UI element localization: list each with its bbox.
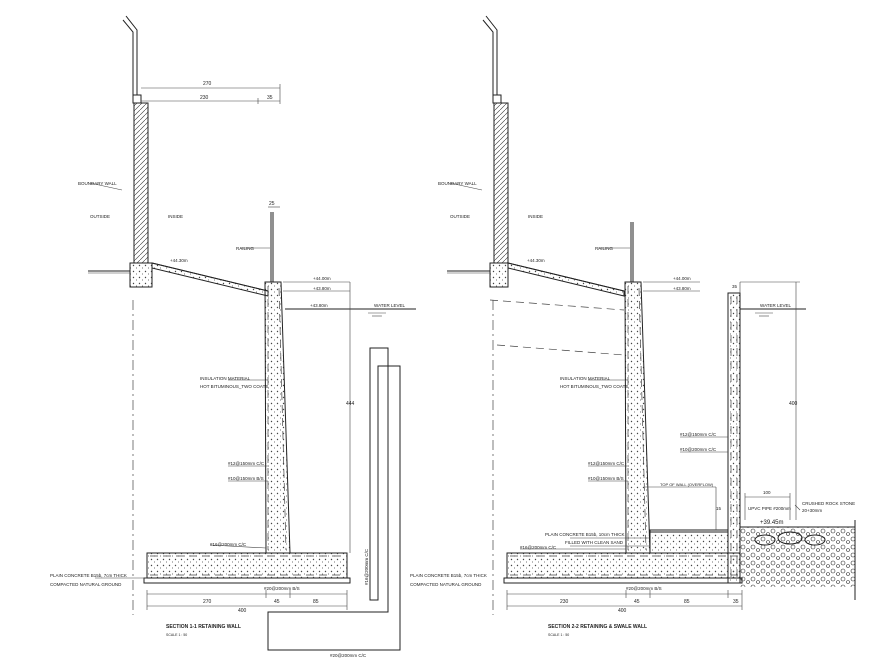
level-ground-2: +44.30m: [527, 258, 545, 263]
dim-bot-total-2: 400: [618, 608, 627, 614]
retaining-wall-stem-2: [624, 281, 651, 554]
section-1-1: 270 230 35 25 BOUNDARY WALL OUTSIDE INSI…: [50, 15, 416, 658]
label-pipe: UPVC PIPE #200mm: [748, 506, 791, 511]
scale-section-1: SCALE 1 : 50: [166, 633, 187, 637]
label-inside-1: INSIDE: [168, 214, 183, 219]
height-dim-1: 444: [346, 401, 355, 407]
label-insulation-2b: HOT BITUMINOUS_TWO COATS: [560, 384, 628, 389]
label-water-level-1: WATER LEVEL: [374, 303, 406, 308]
dim-bot-b-1: 45: [274, 599, 280, 605]
label-compacted-1: COMPACTED NATURAL GROUND: [50, 582, 122, 587]
bar-a-1: #12@150mm C/C: [228, 461, 265, 466]
detail-bottom-label: #20@200mm C/C: [330, 653, 367, 658]
top-dimension-1: [141, 84, 281, 104]
bar-bottom-2: #20@200mm B/S: [626, 586, 662, 591]
dim-bot-b-2: 45: [634, 599, 640, 605]
label-plain-concrete-1: PLAIN CONCRETE B15b, 7cm THICK: [50, 573, 127, 578]
dim-bot-c-2: 85: [684, 599, 690, 605]
dim-wall-top-1: 25: [269, 201, 275, 207]
label-outside-2: OUTSIDE: [450, 214, 470, 219]
label-rock: CRUSHED ROCK STONE: [802, 501, 855, 506]
section-2-2: BOUNDARY WALL OUTSIDE INSIDE RAILING +44…: [410, 15, 856, 637]
dim-bot-c-1: 85: [313, 599, 319, 605]
retaining-wall-stem-1: [264, 281, 291, 554]
swale-level: +39.45m: [760, 520, 784, 526]
bar-swale-a: #12@150mm C/C: [680, 432, 717, 437]
dim-pipe: 100: [763, 490, 771, 495]
level-b-2: +43.80m: [673, 286, 691, 291]
label-insulation-2a: INSULATION MATERIAL: [560, 376, 611, 381]
boundary-wall-2: [482, 15, 509, 288]
label-rock-size: 20+30mm: [802, 508, 822, 513]
bar-b-2: #10@150mm B/S: [588, 476, 624, 481]
title-section-2: SECTION 2-2 RETAINING & SWALE WALL: [548, 624, 647, 630]
boundary-wall-1: [122, 15, 153, 288]
bar-b-1: #10@150mm B/S: [228, 476, 264, 481]
dim-bot-a-2: 230: [560, 599, 569, 605]
label-filled-sand: FILLED WITH CLEAN SAND: [565, 540, 624, 545]
dim-top-total-1: 270: [203, 81, 212, 87]
bar-c-2: #16@200mm C/C: [520, 545, 557, 550]
sand-fill: [649, 529, 729, 554]
dim-small: 15: [716, 506, 722, 511]
dim-bot-total-1: 400: [238, 608, 247, 614]
bar-swale-b: #10@200mm C/C: [680, 447, 717, 452]
crushed-rock: [740, 527, 855, 557]
label-insulation-2: HOT BITUMINOUS_TWO COATS: [200, 384, 268, 389]
level-a-1: +44.00m: [313, 276, 331, 281]
level-c-1: +43.80m: [310, 303, 328, 308]
reinforcement-detail: [267, 347, 401, 651]
dim-top-a-1: 230: [200, 95, 209, 101]
title-section-1: SECTION 1-1 RETAINING WALL: [166, 624, 241, 630]
bar-a-2: #12@150mm C/C: [588, 461, 625, 466]
bar-bottom-1: #20@200mm B/S: [264, 586, 300, 591]
level-a-2: +44.00m: [673, 276, 691, 281]
label-boundary-wall-2: BOUNDARY WALL: [438, 181, 477, 186]
swale-wall: [727, 292, 741, 584]
label-railing-2: RAILING: [595, 246, 614, 251]
label-plain-concrete-top: PLAIN CONCRETE B15b, 10cm THICK: [545, 532, 624, 537]
dim-bot-d-2: 35: [733, 599, 739, 605]
label-insulation-1: INSULATION MATERIAL: [200, 376, 251, 381]
label-top-of-wall: TOP OF WALL (OVERFLOW): [660, 482, 714, 487]
dim-bot-a-1: 270: [203, 599, 212, 605]
label-outside-1: OUTSIDE: [90, 214, 110, 219]
level-ground-1: +44.30m: [170, 258, 188, 263]
label-water-level-2: WATER LEVEL: [760, 303, 792, 308]
height-dim-2: 400: [789, 401, 798, 407]
base-slab-1: [146, 552, 348, 579]
label-inside-2: INSIDE: [528, 214, 543, 219]
label-boundary-wall-1: BOUNDARY WALL: [78, 181, 117, 186]
dim-top-b-1: 35: [267, 95, 273, 101]
bar-c-1: #16@200mm C/C: [210, 542, 247, 547]
base-slab-2: [506, 552, 741, 579]
label-plain-concrete-2: PLAIN CONCRETE B15b, 7cm THICK: [410, 573, 487, 578]
label-compacted-2: COMPACTED NATURAL GROUND: [410, 582, 482, 587]
dim-swale-top: 35: [732, 284, 738, 289]
level-b-1: +43.80m: [313, 286, 331, 291]
scale-section-2: SCALE 1 : 50: [548, 633, 569, 637]
detail-vertical-label: #16@200mm C/C: [364, 548, 369, 585]
label-railing-1: RAILING: [236, 246, 255, 251]
